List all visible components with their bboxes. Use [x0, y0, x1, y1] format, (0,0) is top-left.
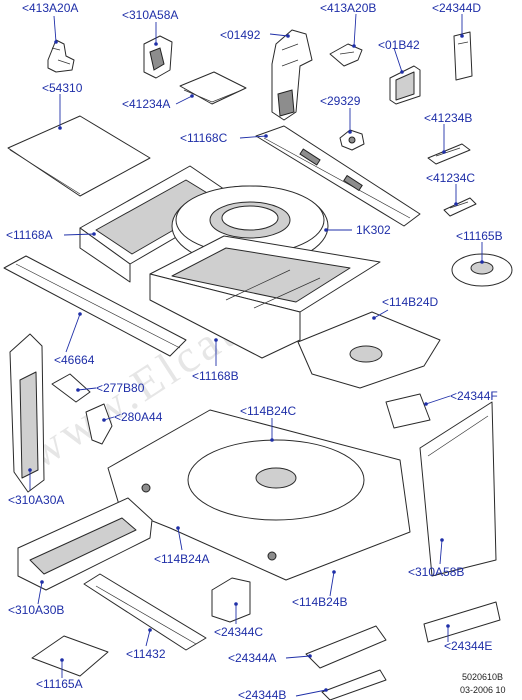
callout-24344e[interactable]: <24344E	[444, 639, 492, 653]
part-310a30a	[9, 333, 45, 493]
callout-labels: <413A20A <310A58A <01492 <413A20B <24344…	[6, 1, 503, 700]
drawing-code: 5020610B	[462, 672, 503, 682]
part-54310	[7, 115, 151, 197]
callout-24344a[interactable]: <24344A	[228, 651, 276, 665]
callout-24344f[interactable]: <24344F	[450, 389, 498, 403]
part-01b42	[389, 65, 421, 105]
callout-41234c[interactable]: <41234C	[426, 171, 475, 185]
leader-lines	[28, 13, 484, 697]
callout-01b42[interactable]: <01B42	[378, 38, 420, 52]
part-114b24c	[107, 409, 411, 581]
part-310a30b	[17, 497, 153, 591]
callout-277b80[interactable]: <277B80	[96, 381, 145, 395]
part-310a58b	[419, 401, 497, 577]
callout-1k302[interactable]: 1K302	[356, 223, 391, 237]
part-24344e	[423, 601, 501, 643]
callout-11165a[interactable]: <11165A	[36, 677, 83, 691]
callout-11165b[interactable]: <11165B	[456, 229, 503, 243]
part-24344a	[305, 625, 387, 669]
part-24344f	[385, 393, 431, 429]
part-41234c	[443, 197, 477, 217]
part-24344d	[453, 31, 473, 81]
callout-01492[interactable]: <01492	[220, 28, 261, 42]
callout-24344d[interactable]: <24344D	[432, 1, 481, 15]
callout-24344b[interactable]: <24344B	[238, 688, 286, 700]
part-1k302	[171, 185, 329, 267]
part-310a58a	[143, 35, 173, 79]
part-11168c	[255, 125, 421, 227]
callout-310a30b[interactable]: <310A30B	[8, 603, 64, 617]
part-413a20a	[47, 39, 75, 73]
part-24344b	[321, 669, 387, 700]
part-24344c	[211, 577, 251, 623]
callout-114b24c[interactable]: <114B24C	[240, 404, 296, 418]
part-277b80	[51, 373, 91, 403]
callout-413a20b[interactable]: <413A20B	[320, 1, 376, 15]
part-01492	[271, 29, 313, 121]
callout-46664[interactable]: <46664	[54, 353, 95, 367]
callout-11432[interactable]: <11432	[126, 647, 166, 661]
part-11432	[83, 573, 207, 651]
callout-24344c[interactable]: <24344C	[214, 625, 263, 639]
callout-41234b[interactable]: <41234B	[424, 111, 472, 125]
part-46664	[3, 255, 187, 357]
callout-114b24a[interactable]: <114B24A	[154, 552, 210, 566]
callout-29329[interactable]: <29329	[320, 94, 361, 108]
callout-11168c[interactable]: <11168C	[180, 131, 228, 145]
part-114b24d	[297, 311, 441, 389]
callout-413a20a[interactable]: <413A20A	[22, 1, 78, 15]
part-280a44	[85, 403, 113, 445]
callout-11168a[interactable]: <11168A	[6, 228, 53, 242]
callout-54310[interactable]: <54310	[42, 81, 83, 95]
callout-41234a[interactable]: <41234A	[122, 97, 170, 111]
part-11165a	[31, 635, 109, 677]
callout-310a58b[interactable]: <310A58B	[408, 565, 464, 579]
drawing-date: 03-2006 10	[460, 685, 506, 695]
part-11168a	[79, 165, 241, 283]
callout-11168b[interactable]: <11168B	[192, 369, 239, 383]
callout-280a44[interactable]: <280A44	[114, 410, 163, 424]
part-11165b	[451, 253, 513, 287]
callout-114b24b[interactable]: <114B24B	[292, 595, 348, 609]
callout-310a58a[interactable]: <310A58A	[122, 8, 178, 22]
part-11168b	[149, 235, 381, 359]
part-29329	[339, 129, 365, 151]
part-41234a	[179, 71, 247, 105]
part-41234b	[427, 143, 471, 165]
callout-114b24d[interactable]: <114B24D	[382, 295, 438, 309]
callout-310a30a[interactable]: <310A30A	[8, 493, 64, 507]
part-413a20b	[329, 43, 363, 67]
